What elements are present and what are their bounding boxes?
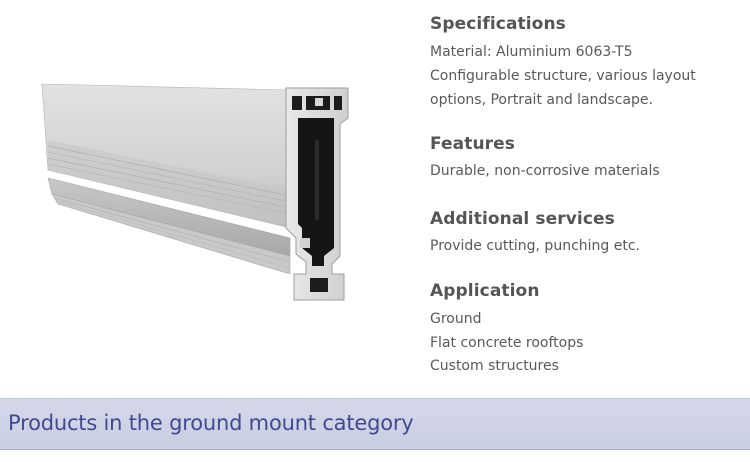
spec-material: Material: Aluminium 6063-T5: [430, 44, 633, 60]
application-ground: Ground: [430, 311, 482, 327]
spec-orientation: options, Portrait and landscape.: [430, 92, 653, 108]
application-custom-structures: Custom structures: [430, 358, 559, 374]
spec-structure: Configurable structure, various layout: [430, 68, 696, 84]
aluminium-rail-image: [41, 83, 349, 301]
specifications-heading: Specifications: [430, 14, 566, 34]
feature-durable: Durable, non-corrosive materials: [430, 163, 660, 179]
additional-services-heading: Additional services: [430, 209, 615, 229]
service-cutting: Provide cutting, punching etc.: [430, 238, 640, 254]
category-title: Products in the ground mount category: [8, 411, 414, 435]
category-bar: Products in the ground mount category: [0, 398, 750, 450]
features-heading: Features: [430, 134, 515, 154]
application-flat-rooftops: Flat concrete rooftops: [430, 335, 584, 351]
application-heading: Application: [430, 281, 540, 301]
